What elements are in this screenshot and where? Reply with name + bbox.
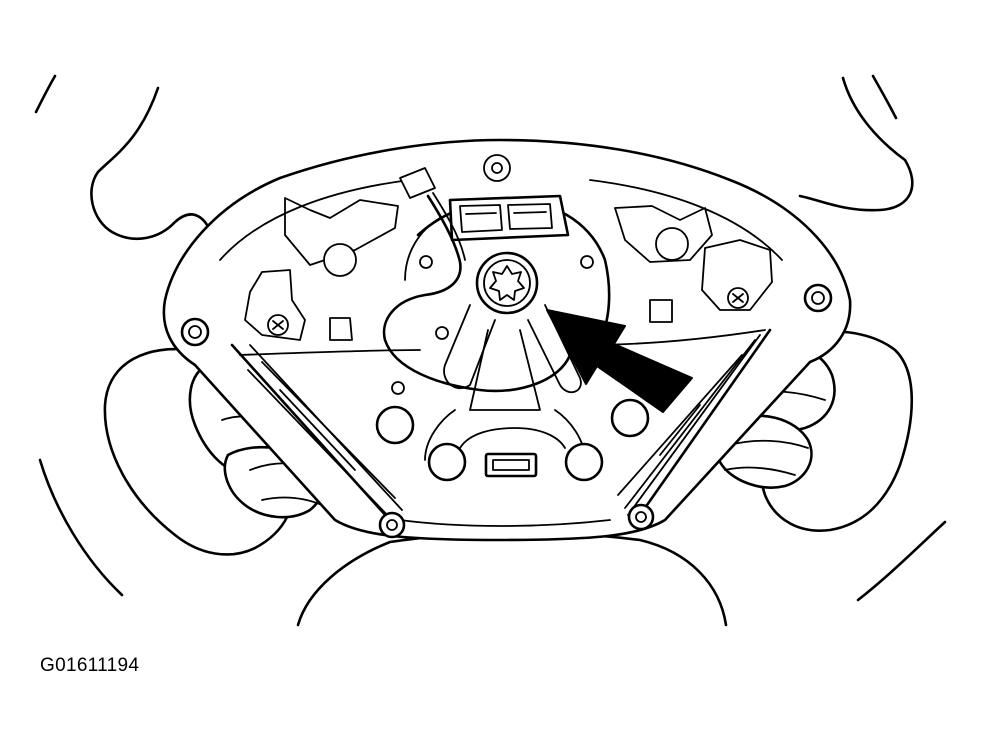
wire-harness <box>382 167 572 393</box>
screw-right-spoke <box>803 283 833 313</box>
pointer-arrow-icon <box>546 309 693 413</box>
screw-upper-left <box>267 314 289 336</box>
screw-lower-right <box>627 503 655 531</box>
figure-id-label: G01611194 <box>40 655 140 676</box>
right-upper-bracket <box>614 205 773 323</box>
center-bolt <box>475 251 539 315</box>
screw-left-spoke <box>180 317 210 347</box>
hub-spider <box>375 304 650 482</box>
top-mount <box>483 154 511 182</box>
upper-spokes <box>90 76 914 241</box>
left-trim-rail <box>230 343 403 520</box>
mounting-screws <box>180 283 833 539</box>
bottom-connector <box>459 427 566 478</box>
connector-block <box>448 194 570 242</box>
steering-wheel-rim <box>34 74 947 602</box>
lower-rim <box>296 531 728 627</box>
screw-lower-left <box>378 511 406 539</box>
right-trim-rail <box>617 328 772 517</box>
screw-upper-right <box>727 287 749 309</box>
left-upper-bracket <box>244 197 399 341</box>
